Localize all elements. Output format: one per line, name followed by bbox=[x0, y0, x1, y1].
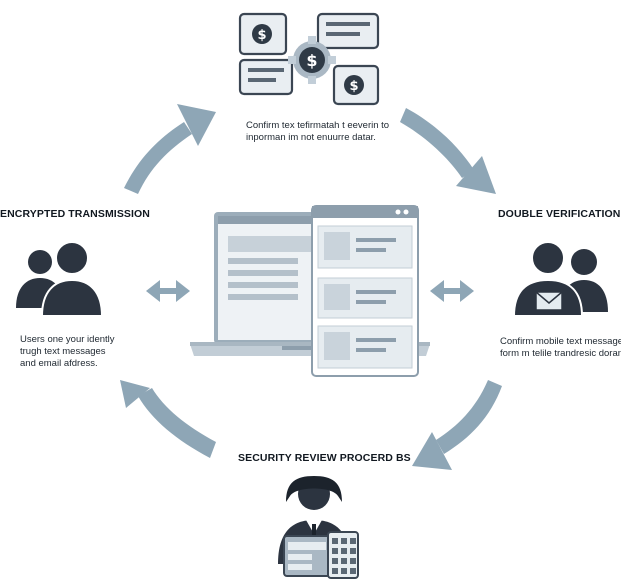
right-caption-line-1: Confirm mobile text messages bbox=[500, 336, 621, 347]
svg-text:$: $ bbox=[257, 28, 266, 43]
reviewer-with-terminal-icon bbox=[278, 476, 359, 579]
currency-exchange-icon: $ $ $ bbox=[238, 12, 380, 106]
double-arrow-left bbox=[146, 280, 190, 302]
top-caption-line-1: Confirm tex tefirmatah t eeverin to bbox=[246, 120, 390, 131]
bottom-heading: SECURITY REVIEW PROCERD BS bbox=[238, 452, 411, 464]
top-caption: Confirm tex tefirmatah t eeverin to inpo… bbox=[246, 120, 390, 144]
arrow-top-right bbox=[400, 108, 496, 194]
svg-text:$: $ bbox=[306, 51, 317, 70]
left-caption-line-3: and email afdress. bbox=[20, 358, 98, 369]
left-caption-line-2: trugh text messages bbox=[20, 346, 106, 357]
right-caption: Confirm mobile text messages form m teli… bbox=[500, 336, 621, 360]
users-icon bbox=[16, 241, 104, 317]
left-caption-line-1: Users one your idently bbox=[20, 334, 115, 345]
arrow-bottom-left bbox=[120, 380, 216, 458]
arrow-bottom-right bbox=[412, 380, 502, 470]
svg-text:$: $ bbox=[349, 79, 358, 94]
double-arrow-right bbox=[430, 280, 474, 302]
right-caption-line-2: form m telile trandresic dorand bbox=[500, 348, 621, 359]
right-heading: DOUBLE VERIFICATION bbox=[498, 208, 621, 220]
top-caption-line-2: inporman im not enuurre datar. bbox=[246, 132, 376, 143]
users-with-envelope-icon bbox=[512, 241, 608, 317]
left-caption: Users one your idently trugh text messag… bbox=[20, 334, 115, 370]
left-heading: ENCRYPTED TRANSMISSION bbox=[0, 208, 150, 220]
arrow-top-left bbox=[124, 104, 216, 194]
laptop-with-dashboard-icon bbox=[190, 205, 430, 377]
